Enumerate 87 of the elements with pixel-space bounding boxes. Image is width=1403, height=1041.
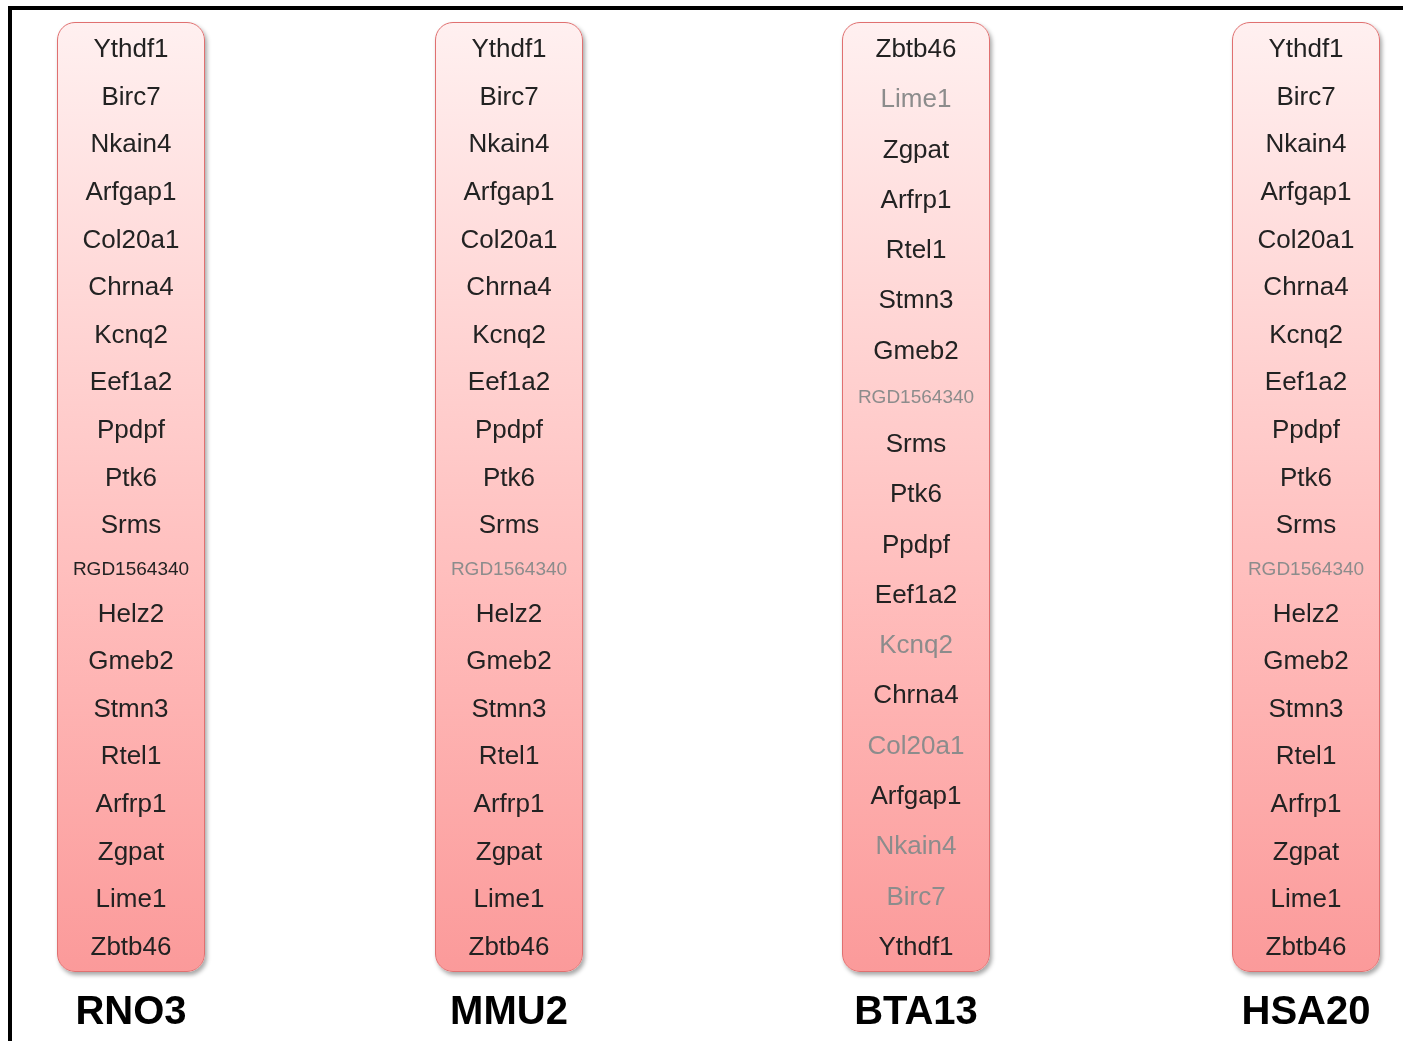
gene-name: Srms [478,511,540,538]
gene-name: Ppdpf [882,530,950,557]
gene-column [842,22,990,972]
gene-name: Zbtb46 [1265,932,1347,959]
gene-name: Kcnq2 [879,631,953,658]
gene-name: Rtel1 [885,236,947,263]
gene-name: Lime1 [473,885,545,912]
gene-name: Ptk6 [1280,463,1332,490]
gene-name: Srms [1275,511,1337,538]
gene-name: Ptk6 [105,463,157,490]
gene-name: Gmeb2 [873,336,959,363]
gene-name: Stmn3 [471,694,547,721]
gene-name: Ppdpf [97,416,165,442]
species-label: MMU2 [449,990,569,1030]
gene-name: Arfgap1 [870,782,962,808]
gene-name: Chrna4 [873,681,959,708]
gene-name: Gmeb2 [1263,647,1349,674]
gene-name: Nkain4 [1265,130,1347,157]
gene-name: Helz2 [97,599,165,626]
gene-name: Eef1a2 [1264,368,1348,395]
gene-column [435,22,583,972]
gene-name: Arfgap1 [463,177,555,204]
gene-name: Stmn3 [93,694,169,721]
gene-name: Kcnq2 [94,320,168,347]
gene-name: Gmeb2 [88,647,174,674]
gene-name: Eef1a2 [467,368,551,395]
gene-name: Lime1 [95,885,167,912]
gene-name: Ythdf1 [93,35,169,61]
gene-name: Ppdpf [475,416,543,442]
species-label: RNO3 [74,990,188,1030]
gene-name: Ptk6 [890,480,942,507]
gene-name: Zgpat [475,837,543,864]
gene-name: Srms [100,511,162,538]
gene-name: Ythdf1 [1268,35,1344,61]
gene-name: Zgpat [882,135,950,162]
gene-name: Kcnq2 [1269,320,1343,347]
gene-name: Birc7 [101,82,161,109]
gene-name: Nkain4 [90,130,172,157]
gene-name: Birc7 [1276,82,1336,109]
gene-name: Zbtb46 [90,932,172,959]
gene-name: RGD1564340 [857,386,975,406]
gene-name: Helz2 [475,599,543,626]
gene-name: Srms [885,430,947,457]
gene-name: Arfrp1 [880,185,952,212]
gene-name: Arfgap1 [1260,177,1352,204]
gene-name: Kcnq2 [472,320,546,347]
species-label: BTA13 [853,990,979,1030]
gene-name: Zbtb46 [468,932,550,959]
gene-name: Birc7 [886,882,946,909]
gene-name: Ythdf1 [878,932,954,959]
gene-name: Nkain4 [875,832,957,859]
gene-name: Rtel1 [100,742,162,769]
gene-column [1232,22,1380,972]
gene-name: Zgpat [97,837,165,864]
gene-name: Eef1a2 [874,580,958,607]
gene-name: Nkain4 [468,130,550,157]
gene-name: Birc7 [479,82,539,109]
gene-name: Arfrp1 [473,790,545,816]
gene-name: Zbtb46 [875,35,957,61]
gene-name: Eef1a2 [89,368,173,395]
gene-name: RGD1564340 [72,558,190,578]
gene-name: Col20a1 [867,731,965,758]
gene-name: Col20a1 [460,225,558,252]
gene-name: Lime1 [1270,885,1342,912]
gene-name: RGD1564340 [450,558,568,578]
gene-name: Rtel1 [478,742,540,769]
gene-name: Stmn3 [878,286,954,313]
species-label: HSA20 [1240,990,1372,1030]
gene-name: Ppdpf [1272,416,1340,442]
gene-name: Helz2 [1272,599,1340,626]
gene-name: Ptk6 [483,463,535,490]
gene-name: Rtel1 [1275,742,1337,769]
gene-name: Chrna4 [88,273,174,300]
gene-name: Ythdf1 [471,35,547,61]
gene-name: Stmn3 [1268,694,1344,721]
gene-name: Arfrp1 [95,790,167,816]
gene-column [57,22,205,972]
gene-name: Col20a1 [82,225,180,252]
gene-name: Gmeb2 [466,647,552,674]
gene-name: Lime1 [880,85,952,112]
gene-name: RGD1564340 [1247,558,1365,578]
gene-name: Chrna4 [466,273,552,300]
gene-name: Arfgap1 [85,177,177,204]
gene-name: Col20a1 [1257,225,1355,252]
gene-name: Arfrp1 [1270,790,1342,816]
gene-name: Zgpat [1272,837,1340,864]
gene-name: Chrna4 [1263,273,1349,300]
